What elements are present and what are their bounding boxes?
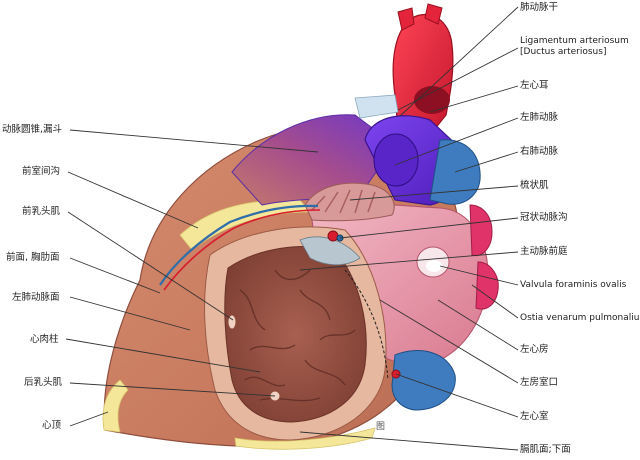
label-left-auricle: 左心耳 xyxy=(520,80,549,91)
coronary-vessel-blue xyxy=(159,204,319,286)
label-sternocostal: 前面, 胸肋面 xyxy=(6,252,60,263)
pulmonary-vein-stub-1 xyxy=(469,204,493,257)
label-left-av-orifice: 左房室口 xyxy=(520,377,559,388)
aorta-branch-1 xyxy=(397,7,415,31)
coronary-red-dot xyxy=(327,230,339,242)
label-pectinate: 梳状肌 xyxy=(520,180,549,191)
label-valvula: Valvula foraminis ovalis xyxy=(520,280,627,290)
label-ostia: Ostia venarum pulmonalium xyxy=(520,313,640,323)
label-right-pulmonary-artery: 右肺动脉 xyxy=(520,146,559,157)
pulmonary-vein-stub-2 xyxy=(475,261,499,310)
pulmonary-lumen xyxy=(373,133,419,187)
left-auricle xyxy=(304,182,395,222)
apex-fat xyxy=(102,379,129,433)
label-aortic-vestibule: 主动脉前庭 xyxy=(520,246,568,257)
conus-region xyxy=(231,114,396,206)
label-apex: 心顶 xyxy=(42,420,62,431)
leader-lines xyxy=(65,6,519,451)
label-pulmonary-trunk: 肺动脉干 xyxy=(520,2,559,13)
mitral-valve xyxy=(299,236,361,266)
label-conus: 动脉圆锥,漏斗 xyxy=(2,124,63,135)
label-ligamentum-2: [Ductus arteriosus] xyxy=(520,47,607,57)
label-left-pulmonary-artery: 左肺动脉 xyxy=(520,112,559,123)
trabeculae-pattern xyxy=(239,269,356,402)
pectinate-ridges xyxy=(311,189,376,214)
label-diaphragmatic: 膈肌面;下面 xyxy=(520,444,571,455)
coronary-vessel-red xyxy=(163,209,321,291)
oval-fossa-inner xyxy=(426,260,442,272)
aorta-lumen xyxy=(414,86,450,114)
inferior-vein xyxy=(391,350,456,411)
label-left-ventricle: 左心室 xyxy=(520,411,549,422)
label-ant-papillary: 前乳头肌 xyxy=(22,206,61,217)
label-trabeculae: 心肉柱 xyxy=(30,334,59,345)
label-ant-interventricular-sulcus: 前室间沟 xyxy=(22,166,61,177)
label-ligamentum-1: Ligamentum arteriosum xyxy=(520,36,629,46)
label-coronary-sulcus: 冠状动脉沟 xyxy=(520,212,568,223)
label-left-atrium: 左心房 xyxy=(520,344,549,355)
label-left-pulmonary-surface: 左肺动脉面 xyxy=(12,292,60,303)
av-dashed-line xyxy=(344,269,389,381)
figure-mark: 图 xyxy=(376,422,386,432)
ligamentum-band xyxy=(354,94,399,119)
label-post-papillary: 后乳头肌 xyxy=(24,377,63,388)
aorta-branch-2 xyxy=(424,3,443,25)
